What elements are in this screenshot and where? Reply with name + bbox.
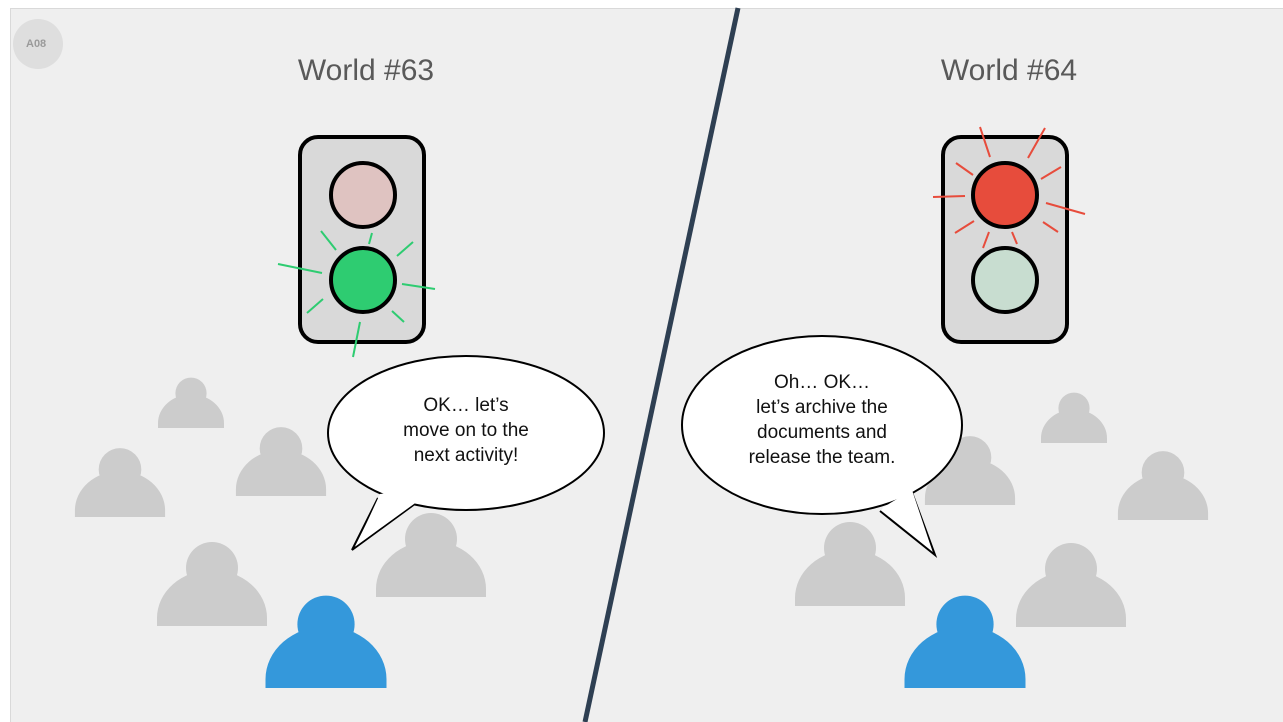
person-icon: [1016, 543, 1126, 627]
speech-line: OK… let’s: [423, 395, 509, 416]
person-icon: [157, 542, 267, 626]
speech-line: release the team.: [748, 447, 896, 468]
speech-line: Oh… OK…: [773, 372, 871, 393]
red-light-on: [971, 161, 1039, 229]
right-world-title: World #64: [940, 54, 1078, 87]
speech-bubble-icon: [327, 355, 605, 551]
speech-line: let’s archive the: [756, 397, 888, 418]
speech-line: documents and: [757, 422, 887, 443]
green-light-off: [971, 246, 1039, 314]
person-icon: [1041, 392, 1107, 443]
person-icon: [904, 595, 1026, 688]
person-icon: [74, 448, 166, 517]
speech-bubble-icon: [681, 335, 963, 559]
world-divider: [582, 7, 741, 722]
person-icon: [265, 595, 387, 688]
slide-number-badge: A08: [13, 19, 63, 69]
glow-rays: [932, 126, 1086, 249]
traffic-light-icon: [932, 126, 1086, 344]
person-icon: [235, 427, 327, 496]
person-icon: [376, 513, 486, 597]
green-light-on: [329, 246, 397, 314]
left-speech-text: OK… let’s move on to the next activity!: [386, 393, 546, 468]
glow-rays: [277, 230, 436, 358]
person-icon: [1117, 451, 1209, 520]
speech-line: next activity!: [413, 445, 519, 466]
red-light-off: [329, 161, 397, 229]
right-speech-text: Oh… OK… let’s archive the documents and …: [737, 370, 907, 470]
person-icon: [158, 377, 224, 428]
person-icon: [795, 522, 905, 606]
traffic-light-icon: [277, 135, 436, 358]
speech-line: move on to the: [403, 420, 529, 441]
left-world-title: World #63: [297, 54, 435, 87]
